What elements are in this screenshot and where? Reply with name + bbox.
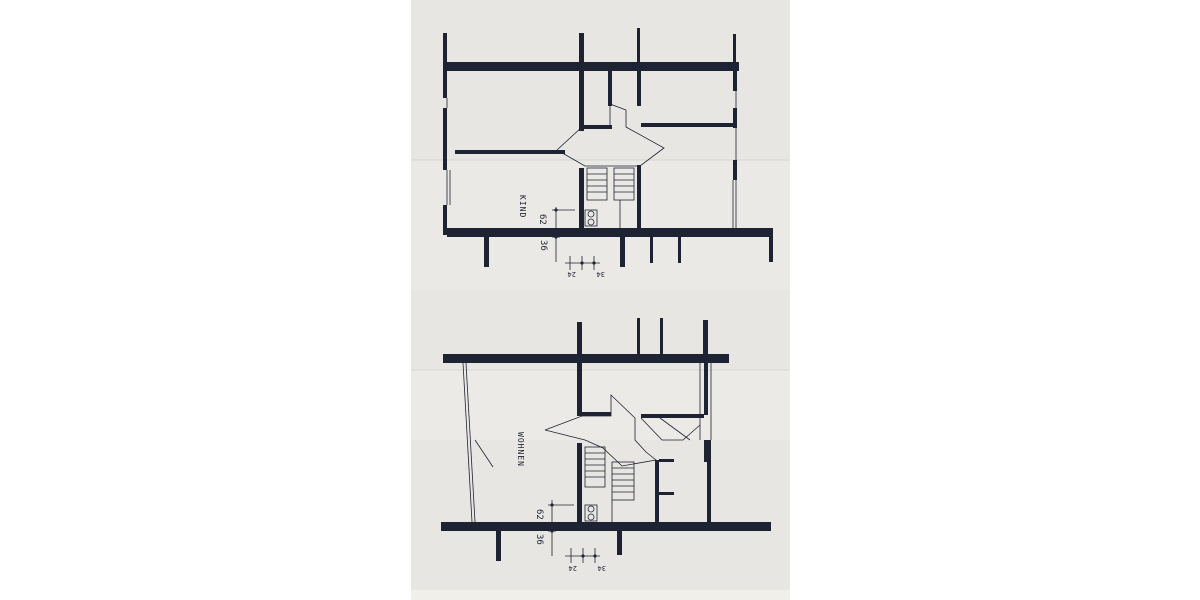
dimension-34-lower: 34 xyxy=(598,564,606,572)
dimension-34-upper: 34 xyxy=(597,270,605,278)
wall xyxy=(733,34,736,62)
wall xyxy=(650,237,653,263)
wall xyxy=(637,165,641,228)
wall xyxy=(678,237,681,263)
paper-background xyxy=(411,0,790,600)
wall xyxy=(447,228,773,237)
dimension-36-upper: 36 xyxy=(538,240,548,251)
wall xyxy=(577,322,582,354)
dimension-36-lower: 36 xyxy=(534,534,544,545)
wall xyxy=(703,320,708,354)
wall xyxy=(608,71,612,106)
wall xyxy=(443,354,729,363)
wall xyxy=(733,160,737,180)
wall xyxy=(637,28,640,62)
wall xyxy=(441,522,771,531)
lower-floor-plan xyxy=(441,318,771,561)
paper-fold-band-lower xyxy=(411,370,790,440)
wall xyxy=(641,414,704,418)
wall xyxy=(484,237,489,267)
wall xyxy=(443,62,739,71)
wall xyxy=(579,33,584,62)
dimension-5-upper: 5 xyxy=(546,232,554,236)
upper-plan-dim-ticks xyxy=(554,208,596,265)
wall xyxy=(620,237,625,267)
lower-plan-thin-lines xyxy=(462,362,712,563)
wall xyxy=(733,71,737,91)
wall xyxy=(641,123,733,127)
wall xyxy=(617,531,622,555)
paper-fold-band xyxy=(411,160,790,290)
wall xyxy=(637,71,641,106)
wall xyxy=(704,440,711,462)
dimension-5-lower: 5 xyxy=(542,526,550,530)
wall xyxy=(659,459,674,462)
dimension-24-lower: 24 xyxy=(569,564,577,572)
wall xyxy=(577,412,611,416)
wall xyxy=(637,318,640,354)
dimension-62-lower: 62 xyxy=(534,509,544,520)
floor-plan-sheet: KIND 62 36 5 24 34 xyxy=(411,0,790,600)
wall xyxy=(733,108,737,128)
room-label-wohnen: WOHNEN xyxy=(516,432,525,467)
wall xyxy=(660,318,663,354)
wall xyxy=(443,33,447,98)
wall xyxy=(707,462,711,522)
wall xyxy=(443,205,447,235)
wall xyxy=(579,71,584,131)
lower-plan-dim-ticks xyxy=(550,503,597,558)
room-label-kind: KIND xyxy=(518,195,527,218)
wall xyxy=(496,531,501,561)
wall xyxy=(704,363,708,415)
wall xyxy=(577,443,582,522)
floor-plan-drawing: KIND 62 36 5 24 34 xyxy=(411,0,790,600)
wall xyxy=(655,460,659,522)
wall xyxy=(455,150,565,154)
dimension-24-upper: 24 xyxy=(568,270,576,278)
wall xyxy=(579,168,584,230)
wall xyxy=(769,228,773,262)
paper-bottom-edge xyxy=(411,590,790,600)
wall xyxy=(443,108,447,170)
wall xyxy=(659,492,674,495)
wall xyxy=(577,363,582,415)
dimension-62-upper: 62 xyxy=(537,214,547,225)
